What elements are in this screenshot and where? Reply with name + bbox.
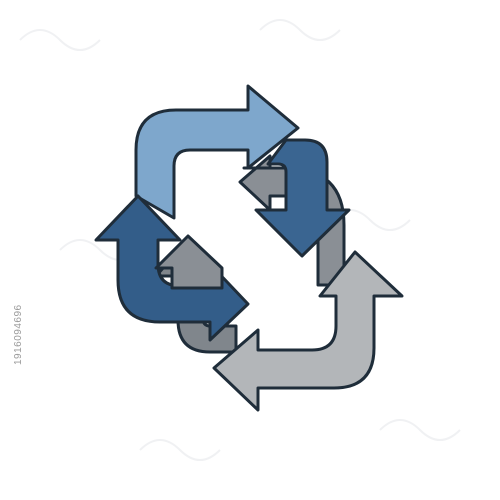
stock-id-label: 1916094696 [13, 304, 24, 365]
arrow-small-gray-center [154, 234, 224, 290]
arrow-right-dark-blue [254, 138, 351, 258]
arrow-left-dark-blue [94, 194, 250, 342]
arrow-top-light-blue [134, 84, 300, 220]
arrow-bottom-gray [212, 250, 404, 412]
